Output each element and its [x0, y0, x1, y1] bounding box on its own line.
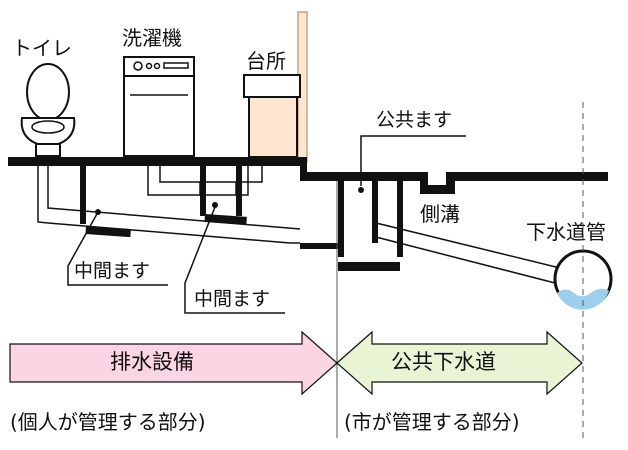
private-arrow [9, 330, 338, 396]
sewer-main-label: 下水道管 [526, 220, 606, 244]
leader-public-basin [360, 135, 466, 186]
toilet-icon [20, 63, 76, 157]
middle-basin-1-marker [95, 209, 101, 215]
leader-middle-basin-1 [67, 211, 168, 286]
gutter-label: 側溝 [420, 202, 460, 226]
kitchen-icon [243, 74, 301, 158]
leader-middle-basin-2 [184, 206, 285, 314]
ground-public [300, 157, 608, 194]
middle-basin-2 [199, 166, 247, 225]
public-note: (市が管理する部分) [344, 410, 520, 434]
middle-basin-2-marker [212, 202, 218, 208]
kitchen-label: 台所 [246, 49, 286, 73]
washing-machine-icon [123, 56, 195, 157]
public-basin-label: 公共ます [376, 109, 453, 131]
washing-machine-label: 洗濯機 [122, 26, 182, 50]
public-arrow-label: 公共下水道 [391, 350, 496, 374]
toilet-label: トイレ [12, 36, 72, 60]
middle-basin-1-label: 中間ます [74, 260, 151, 282]
private-arrow-label: 排水設備 [110, 350, 194, 374]
public-arrow [336, 330, 583, 396]
public-basin-marker [358, 187, 364, 193]
middle-basin-1 [80, 166, 131, 238]
public-basin [300, 181, 400, 271]
ground-private [8, 157, 300, 166]
middle-basin-2-label: 中間ます [194, 288, 271, 310]
private-note: (個人が管理する部分) [10, 410, 206, 434]
